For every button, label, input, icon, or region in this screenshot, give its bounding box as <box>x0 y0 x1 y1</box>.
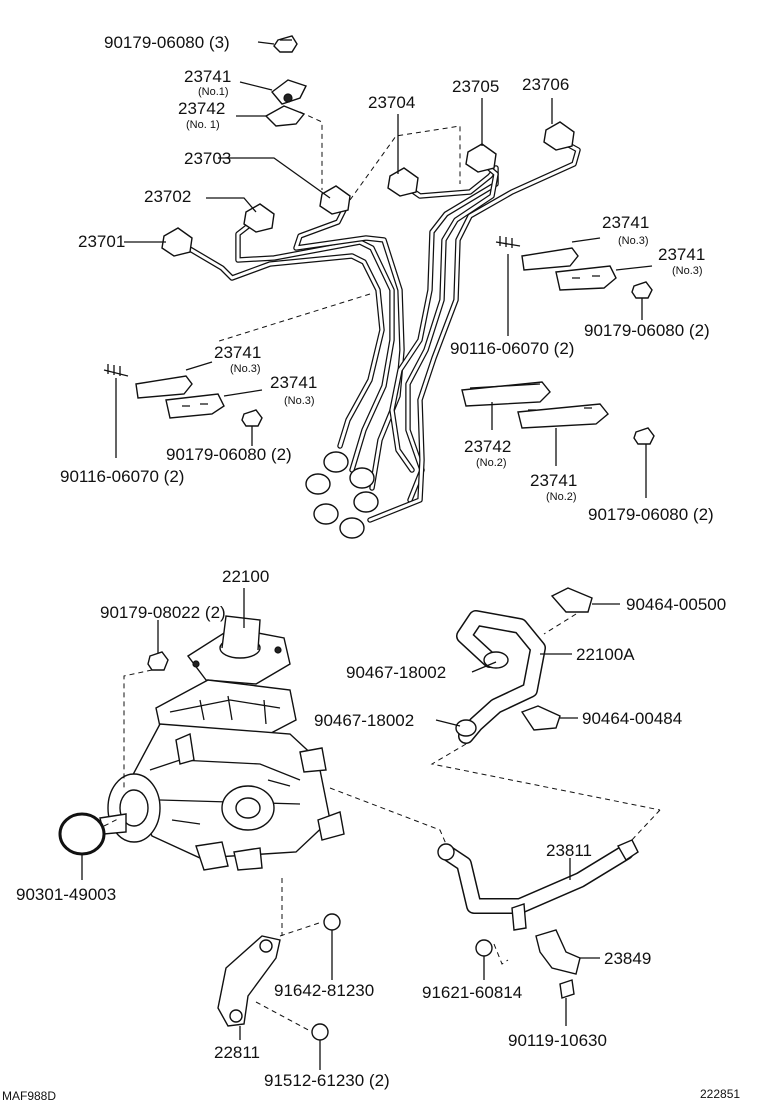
label-23741-r2: 23741 <box>658 245 706 264</box>
label-90179-06080-br: 90179-06080 (2) <box>588 505 714 524</box>
clips <box>430 587 661 811</box>
label-22100: 22100 <box>222 567 270 586</box>
left-clamps <box>103 361 263 458</box>
label-23702: 23702 <box>144 187 192 206</box>
label-90116-06070-r: 90116-06070 (2) <box>450 339 575 358</box>
label-90179-06080-r: 90179-06080 (2) <box>584 321 710 340</box>
label-23705: 23705 <box>452 77 500 96</box>
label-90119-10630: 90119-10630 <box>508 1031 607 1050</box>
label-90179-06080-top: 90179-06080 (3) <box>104 33 230 52</box>
label-90179-06080-l: 90179-06080 (2) <box>166 445 292 464</box>
label-23741-no1-sub: (No.1) <box>198 86 229 98</box>
label-90301-49003: 90301-49003 <box>16 885 117 904</box>
label-23741-r2-sub: (No.3) <box>672 265 703 277</box>
label-23741-l1: 23741 <box>214 343 262 362</box>
label-23849: 23849 <box>604 949 652 968</box>
label-90467-18002-b: 90467-18002 <box>314 711 415 730</box>
label-90116-06070-l: 90116-06070 (2) <box>60 467 185 486</box>
pipe-nuts-bottom <box>305 451 379 539</box>
drawing-code-right: 222851 <box>700 1087 741 1101</box>
pipe-23811 <box>329 787 661 931</box>
label-23706: 23706 <box>522 75 570 94</box>
hose-22100A <box>455 610 572 744</box>
label-23742-no2: 23742 <box>464 437 512 456</box>
lever <box>217 878 341 1070</box>
label-91621-60814: 91621-60814 <box>422 983 523 1002</box>
clamps-no2 <box>461 381 655 498</box>
clamp-no1 <box>236 79 307 127</box>
label-23701: 23701 <box>78 232 126 251</box>
label-23703: 23703 <box>184 149 232 168</box>
label-22100A: 22100A <box>576 645 635 664</box>
label-23742-no1: 23742 <box>178 99 226 118</box>
label-22811: 22811 <box>214 1043 261 1062</box>
label-23741-r1-sub: (No.3) <box>618 235 649 247</box>
bracket-23849 <box>475 929 600 1026</box>
label-23742-no2-sub: (No.2) <box>476 457 507 469</box>
injection-pump <box>99 615 345 871</box>
label-90464-00484: 90464-00484 <box>582 709 683 728</box>
label-90179-08022: 90179-08022 (2) <box>100 603 226 622</box>
drawing-code-left: MAF988D <box>2 1089 57 1103</box>
label-91512-61230: 91512-61230 (2) <box>264 1071 390 1090</box>
label-23811: 23811 <box>546 841 593 860</box>
label-23704: 23704 <box>368 93 416 112</box>
label-23741-l2: 23741 <box>270 373 318 392</box>
label-23741-no1: 23741 <box>184 67 232 86</box>
label-90467-18002-a: 90467-18002 <box>346 663 447 682</box>
label-23742-no1-sub: (No. 1) <box>186 119 220 131</box>
label-91642-81230: 91642-81230 <box>274 981 375 1000</box>
injection-pipes <box>175 135 581 523</box>
label-23741-no2-sub: (No.2) <box>546 491 577 503</box>
label-23741-r1: 23741 <box>602 213 650 232</box>
label-23741-l1-sub: (No.3) <box>230 363 261 375</box>
nut-top <box>257 35 298 53</box>
right-clamps <box>495 236 653 336</box>
o-ring <box>58 812 121 880</box>
label-23741-no2: 23741 <box>530 471 578 490</box>
label-90464-00500: 90464-00500 <box>626 595 727 614</box>
label-23741-l2-sub: (No.3) <box>284 395 315 407</box>
